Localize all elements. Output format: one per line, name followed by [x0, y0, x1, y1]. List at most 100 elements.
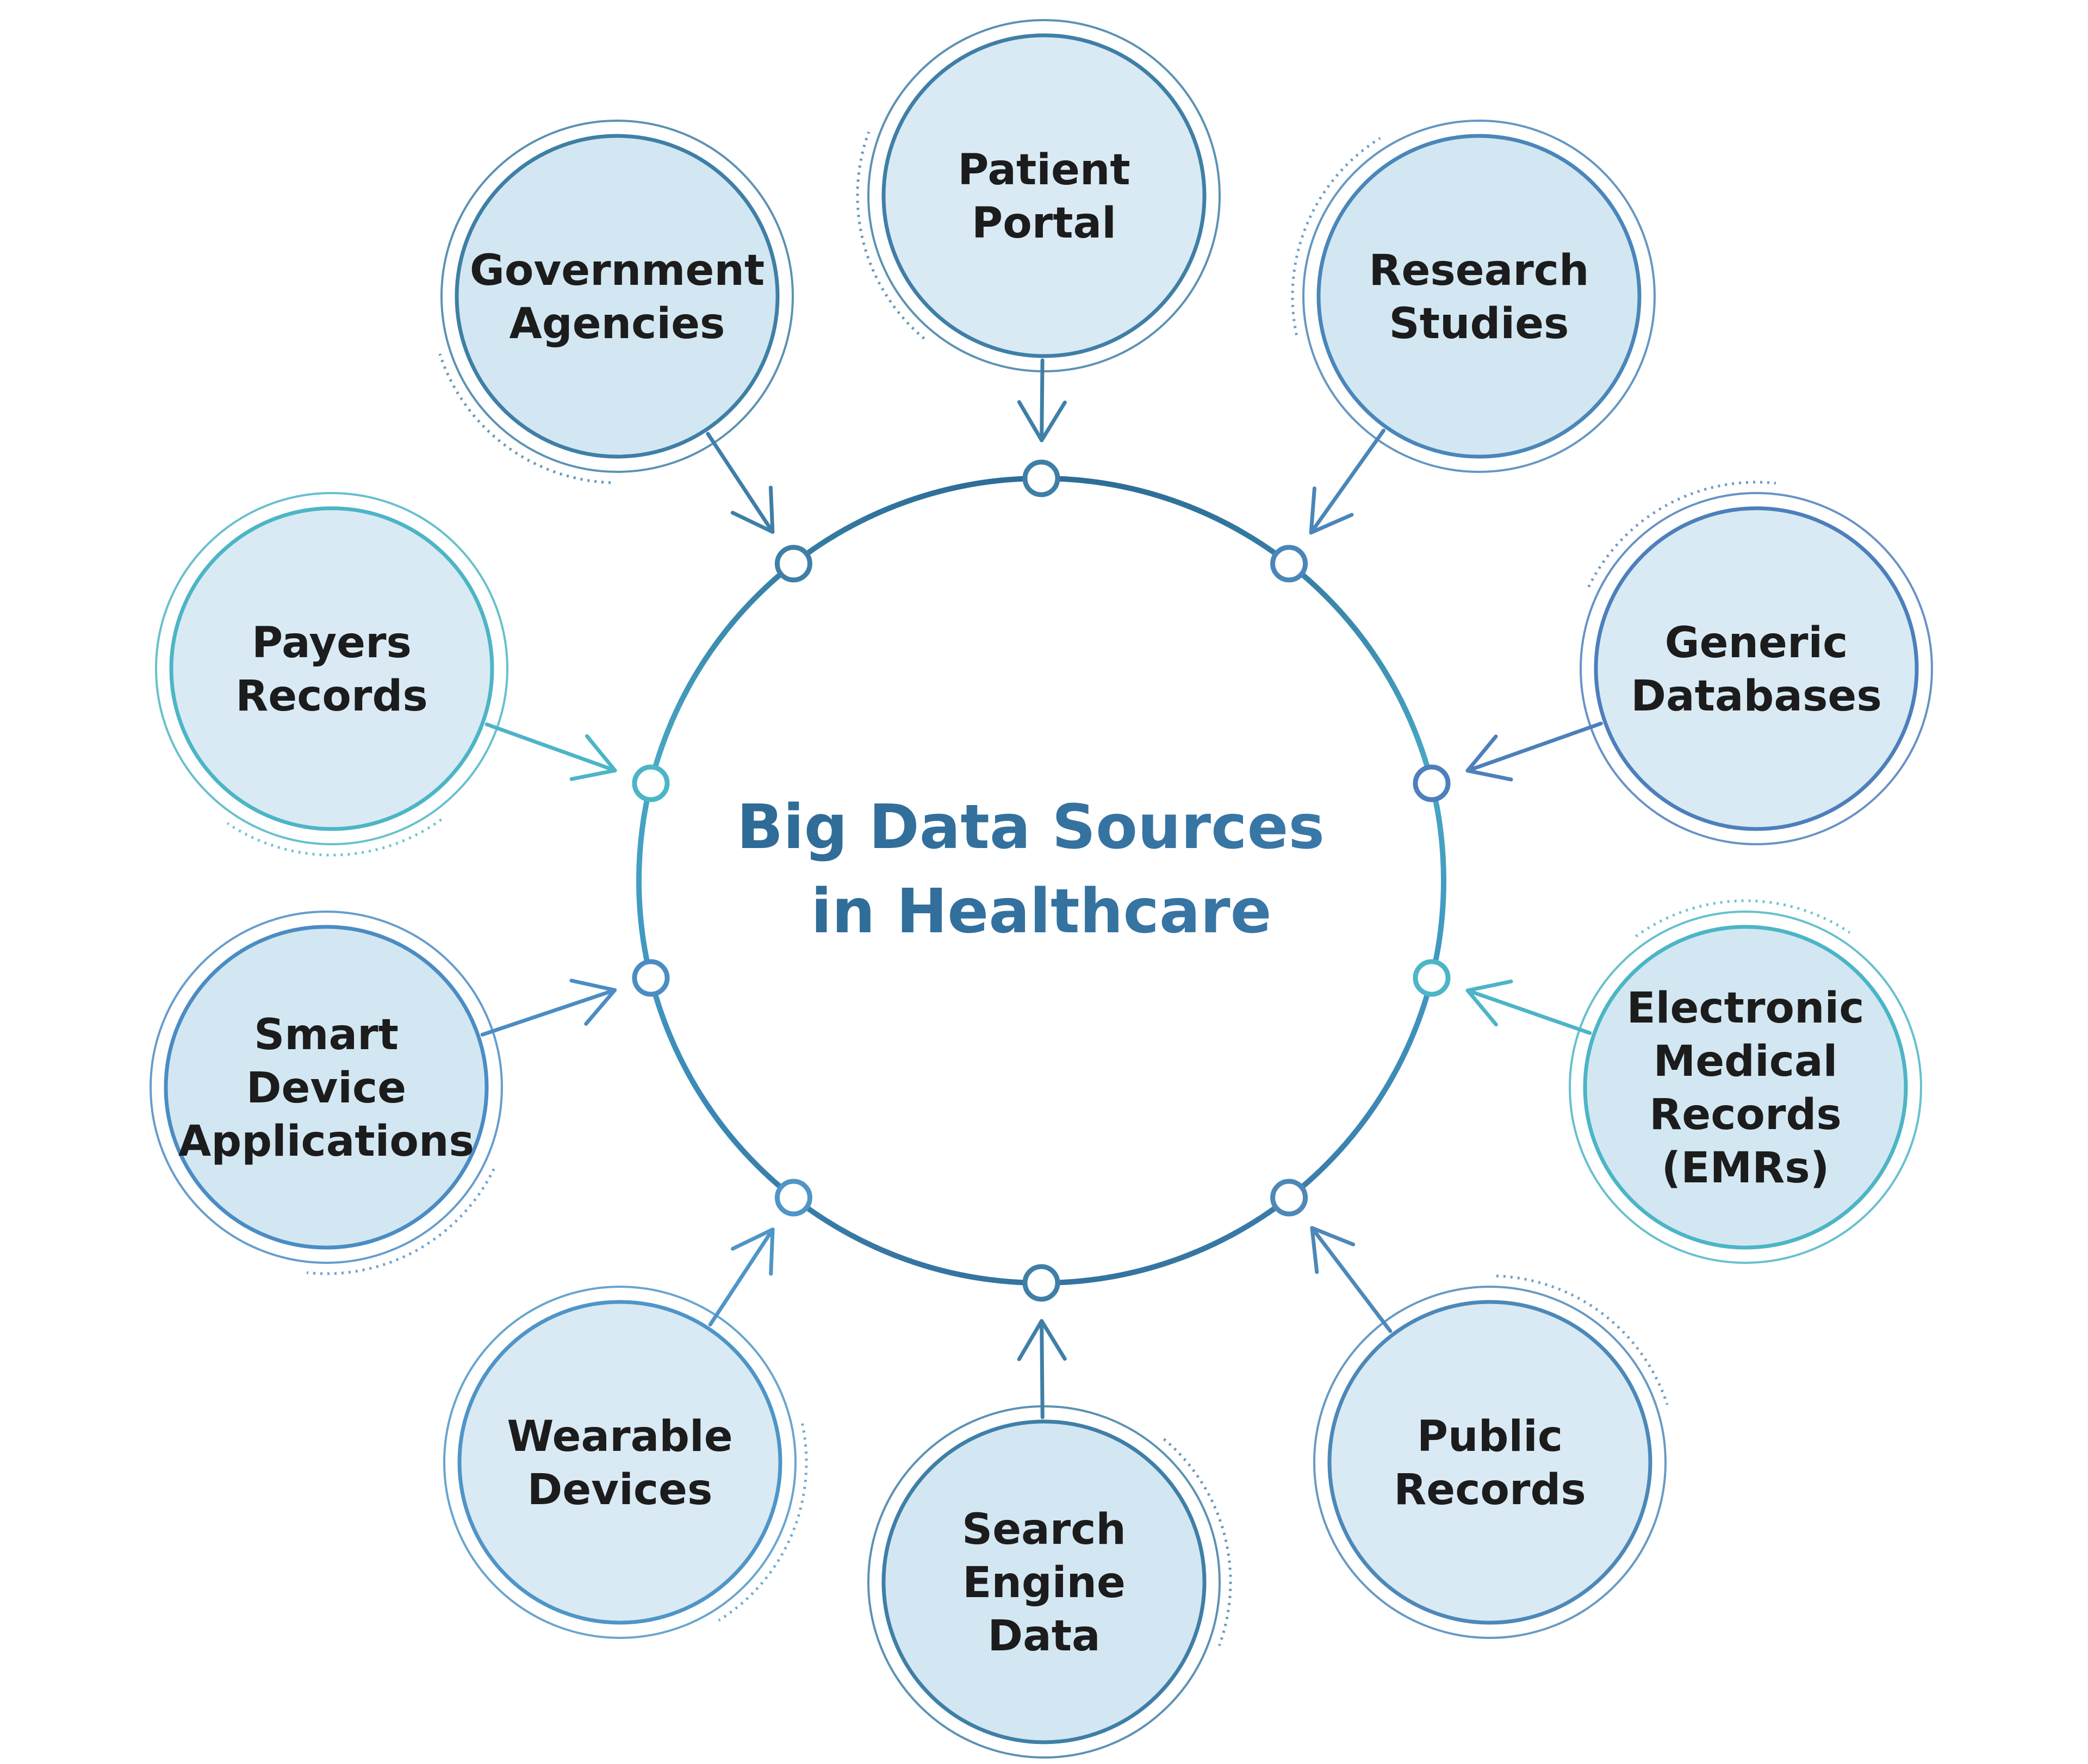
node-label-line: Search: [962, 1505, 1126, 1554]
ring-dot-research-studies: [1270, 545, 1308, 583]
arrowhead-government-agencies: [730, 485, 775, 534]
arrowhead-electronic-medical-records: [1465, 979, 1513, 1027]
node-label-line: Devices: [527, 1466, 713, 1514]
arrowhead-generic-databases: [1465, 734, 1513, 782]
node-dotted-arc: [306, 1168, 495, 1275]
node-dotted-arc: [438, 353, 611, 484]
arrow-generic-databases: [1465, 721, 1603, 773]
node-label-line: Databases: [1631, 672, 1882, 721]
ring-dot-search-engine-data: [1022, 1264, 1060, 1302]
arrowhead-payers-records: [569, 734, 617, 781]
arrows-layer: [480, 358, 1603, 1419]
node-dotted-arc: [226, 818, 443, 857]
node-outer-ring: [150, 911, 503, 1264]
ring-connector-dots: [632, 459, 1451, 1302]
node-label-line: Medical: [1654, 1037, 1838, 1086]
node-outer-ring: [155, 492, 508, 845]
arrowhead-smart-device-applications: [569, 978, 617, 1026]
node-label-line: Records: [1394, 1466, 1586, 1514]
node-circle: [1327, 1300, 1652, 1625]
node-label-line: Records: [235, 672, 428, 721]
arrow-government-agencies: [706, 432, 775, 534]
node-circle: [1316, 134, 1642, 459]
arrow-wearable-devices: [708, 1227, 775, 1327]
arrow-smart-device-applications: [480, 988, 617, 1037]
ring-dot-smart-device-applications: [632, 959, 670, 997]
node-dotted-arc: [1496, 1274, 1669, 1405]
node-label-line: Government: [470, 246, 765, 295]
node-label-line: Data: [987, 1612, 1100, 1661]
arrowhead-public-records: [1310, 1226, 1356, 1274]
node-circle: [457, 1300, 782, 1625]
node-label-line: Portal: [972, 199, 1116, 248]
ring-dot-wearable-devices: [774, 1179, 812, 1217]
node-outer-ring: [440, 120, 794, 473]
node-circle: [169, 506, 494, 831]
node-label-line: (EMRs): [1662, 1144, 1830, 1193]
node-label-line: Device: [246, 1064, 406, 1113]
arrow-search-engine-data: [1040, 1319, 1045, 1419]
node-label-line: Agencies: [509, 300, 725, 348]
arrowhead-search-engine-data: [1017, 1319, 1067, 1361]
node-dotted-arc: [1163, 1438, 1232, 1647]
node-label-line: Engine: [962, 1559, 1126, 1607]
center-title: Big Data Sources in Healthcare: [737, 792, 1346, 947]
node-label-line: Payers: [252, 619, 412, 668]
node-outer-ring: [1580, 492, 1933, 845]
arrow-electronic-medical-records: [1465, 988, 1592, 1035]
node-circle: [1583, 925, 1908, 1250]
node-label-line: Wearable: [507, 1412, 732, 1461]
ring-dot-public-records: [1270, 1179, 1308, 1217]
node-label-line: Generic: [1665, 619, 1848, 668]
node-outer-ring: [867, 19, 1221, 372]
ring-dot-payers-records: [632, 764, 670, 802]
arrowhead-wearable-devices: [730, 1227, 775, 1276]
node-label-line: Records: [1649, 1090, 1842, 1139]
center-title-line-1: Big Data Sources: [737, 792, 1325, 863]
node-outer-ring: [1313, 1286, 1667, 1639]
node-dotted-arc: [1587, 481, 1776, 588]
arrow-payers-records: [484, 722, 617, 772]
ring-dot-electronic-medical-records: [1413, 959, 1451, 997]
node-circle: [455, 134, 780, 459]
node-dotted-arc: [1291, 137, 1381, 335]
node-circle: [881, 33, 1207, 358]
node-label-line: Studies: [1389, 300, 1569, 348]
node-circle: [881, 1419, 1207, 1744]
node-label-line: Electronic: [1627, 984, 1865, 1033]
arrowhead-patient-portal: [1017, 400, 1067, 442]
node-dotted-arc: [718, 1423, 808, 1622]
ring-dot-patient-portal: [1022, 459, 1060, 497]
node-label-line: Smart: [254, 1011, 399, 1059]
arrow-research-studies: [1309, 428, 1386, 535]
node-label-line: Patient: [958, 146, 1130, 195]
node-outer-ring: [1302, 120, 1656, 473]
node-outer-ring: [867, 1405, 1221, 1759]
center-title-line-2: in Healthcare: [811, 876, 1271, 947]
arrow-public-records: [1310, 1226, 1393, 1333]
node-outer-ring: [1569, 911, 1922, 1264]
node-label-line: Applications: [178, 1117, 474, 1166]
node-label-line: Research: [1369, 246, 1589, 295]
node-outer-ring: [443, 1286, 797, 1639]
